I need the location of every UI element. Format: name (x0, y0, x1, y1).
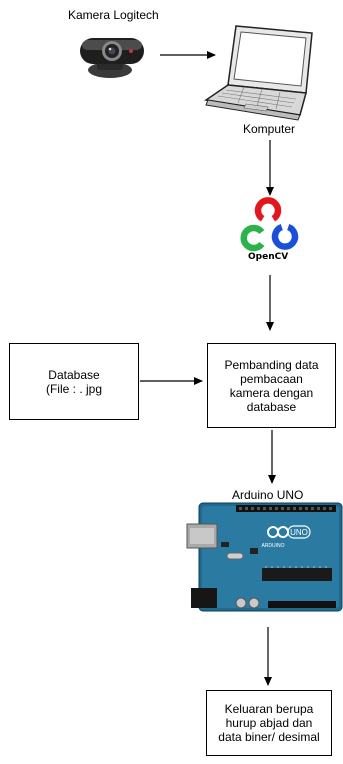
opencv-label: OpenCV (248, 252, 289, 262)
camera-label: Kamera Logitech (68, 8, 159, 22)
database-box: Database (File : . jpg (9, 343, 139, 420)
compare-box-text: Pembanding data pembacaan kamera dengan … (224, 357, 319, 414)
output-box: Keluaran berupa hurup abjad dan data bin… (206, 690, 332, 756)
arduino-label: Arduino UNO (232, 488, 304, 502)
compare-box: Pembanding data pembacaan kamera dengan … (207, 343, 336, 428)
output-box-text: Keluaran berupa hurup abjad dan data bin… (218, 702, 320, 744)
database-box-text: Database (File : . jpg (45, 367, 102, 396)
computer-label: Komputer (243, 122, 296, 136)
